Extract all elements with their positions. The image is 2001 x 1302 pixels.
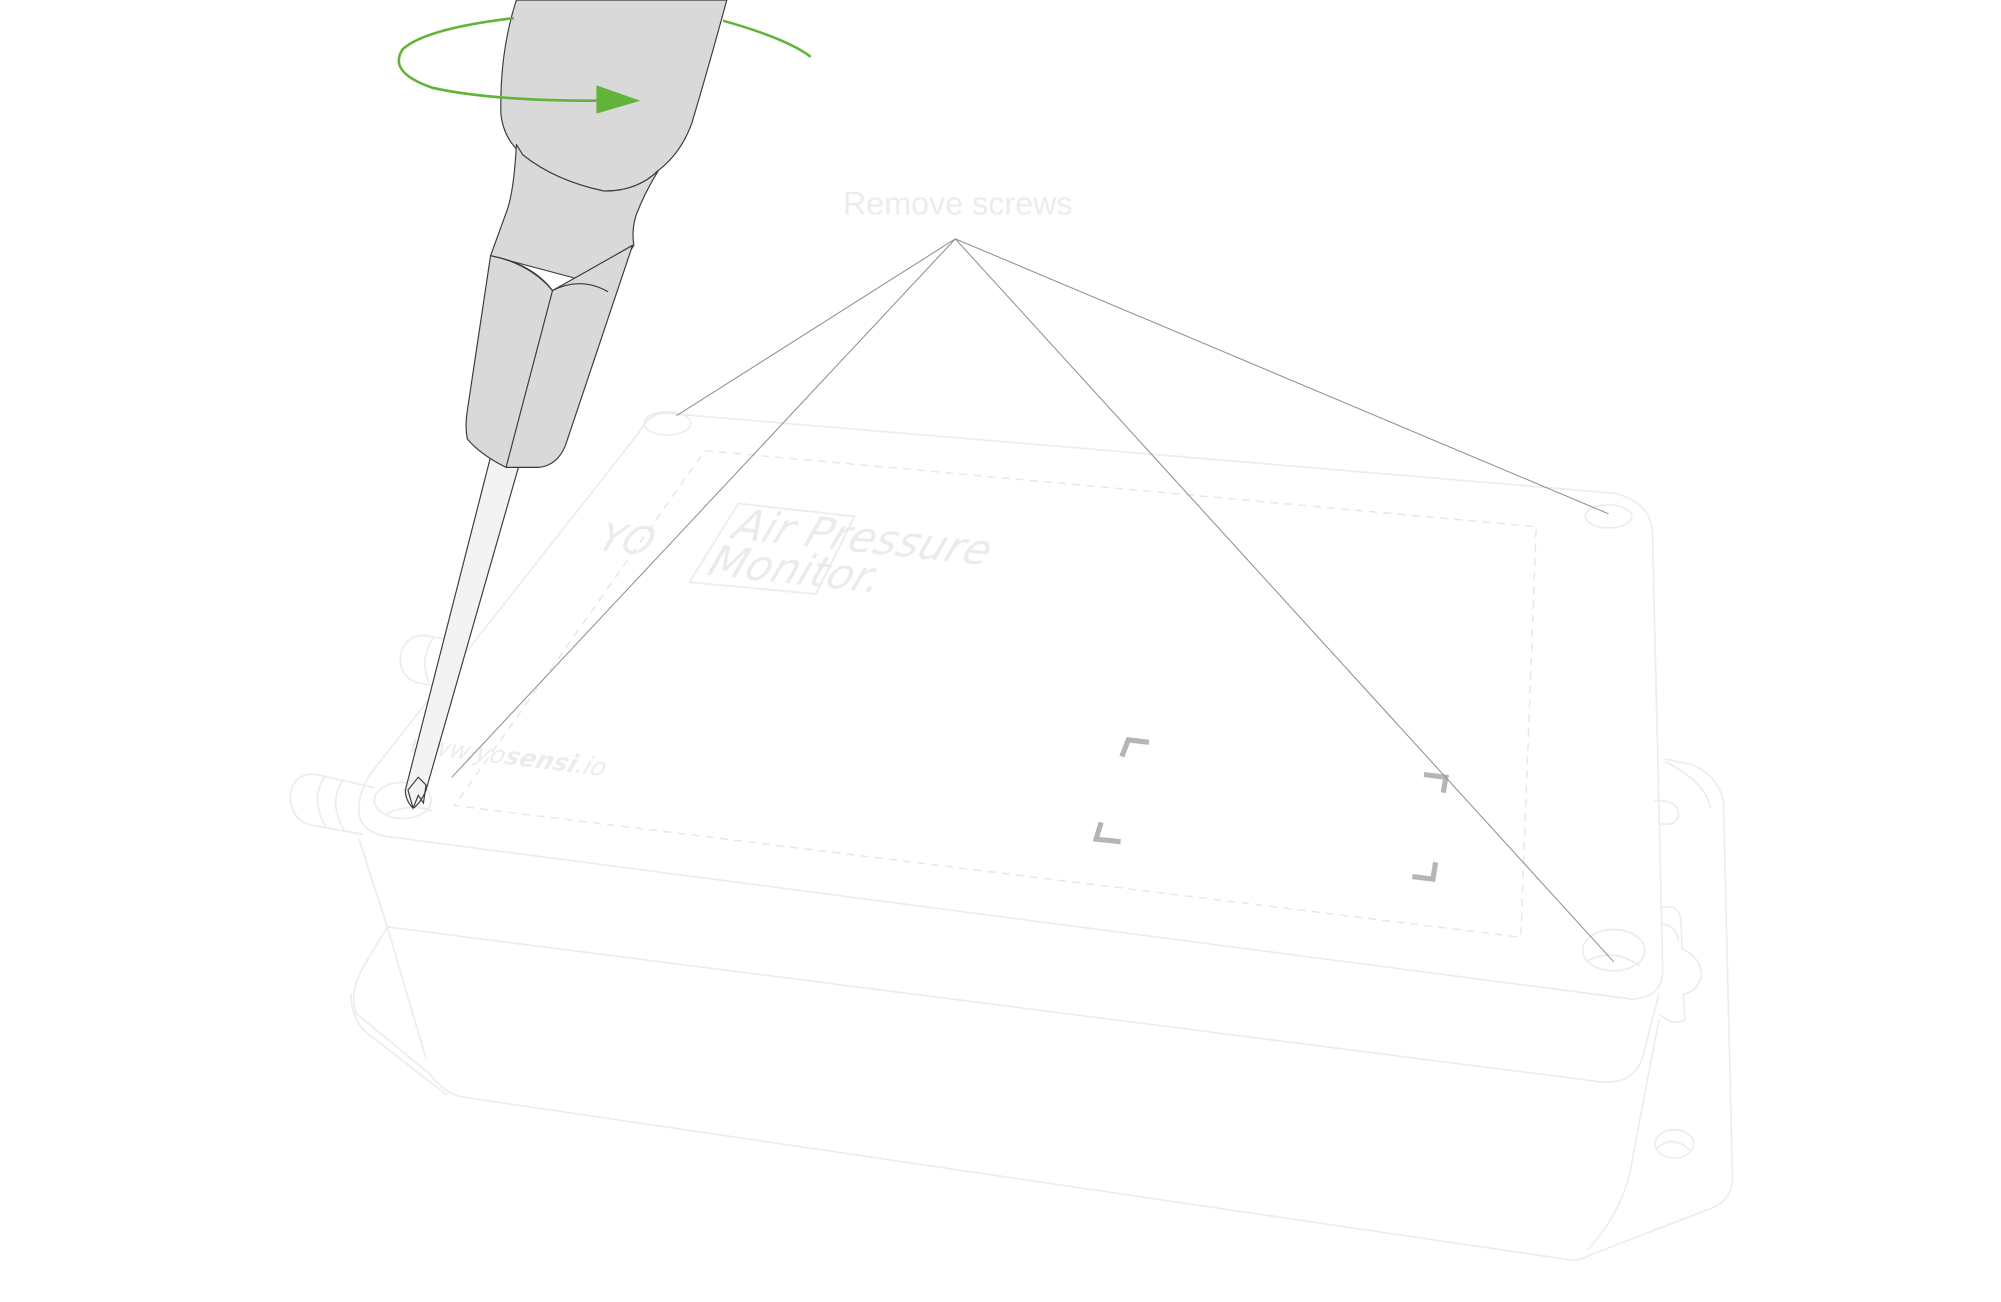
front-left-screw bbox=[373, 781, 433, 820]
corner-markers bbox=[1092, 736, 1449, 883]
brand-logo: YO Air Pressure Monitor. bbox=[592, 501, 999, 603]
rotation-arc-front bbox=[397, 16, 597, 103]
marker-bottom-left bbox=[1092, 821, 1121, 845]
rotation-arrow bbox=[722, 19, 812, 58]
cable-glands bbox=[289, 634, 453, 835]
logo-mark: YO bbox=[592, 516, 661, 565]
rotation-arc-back bbox=[722, 19, 812, 58]
callout-label: Remove screws bbox=[843, 185, 1073, 221]
top-right-screw bbox=[1584, 503, 1633, 529]
screwdriver-tip bbox=[407, 776, 427, 810]
leader-top-right bbox=[955, 238, 1609, 515]
front-right-screw bbox=[1581, 928, 1646, 972]
remove-screws-callout: Remove screws bbox=[451, 185, 1615, 963]
marker-top-right bbox=[1423, 772, 1449, 794]
screwdriver-handle-neck bbox=[489, 144, 659, 288]
device-lid bbox=[358, 412, 1664, 1001]
marker-bottom-right bbox=[1411, 862, 1439, 883]
leader-front-left bbox=[451, 238, 956, 778]
marker-top-left bbox=[1119, 736, 1150, 758]
rotation-arrow-front bbox=[397, 16, 641, 114]
logo-box bbox=[687, 502, 857, 595]
top-left-screw bbox=[643, 411, 692, 436]
leader-top-left bbox=[676, 238, 956, 417]
rotation-arrowhead-icon bbox=[596, 85, 641, 114]
device-base bbox=[350, 758, 1734, 1261]
screwdriver bbox=[404, 0, 728, 810]
screw-holes bbox=[373, 411, 1646, 972]
screwdriver-handle-grip bbox=[465, 244, 634, 468]
leader-front-right bbox=[954, 238, 1615, 963]
